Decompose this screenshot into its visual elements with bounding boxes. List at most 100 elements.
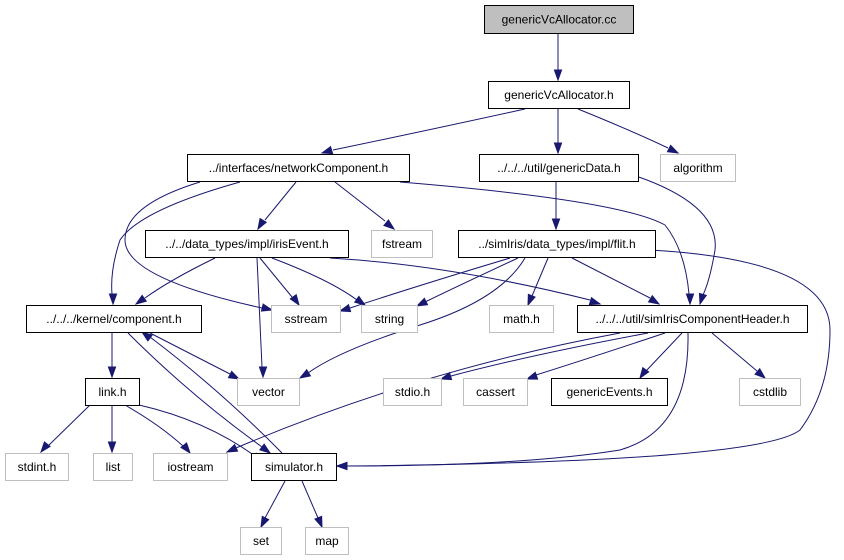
node-cstdlib: cstdlib: [739, 378, 801, 406]
node-box: [26, 305, 202, 333]
node-label: ../../../kernel/component.h: [46, 312, 181, 326]
edge-line: [535, 332, 666, 376]
node-label: simulator.h: [265, 460, 323, 474]
node-genericEvents-h[interactable]: genericEvents.h: [551, 378, 668, 406]
edge-line: [124, 404, 184, 447]
node-string: string: [361, 305, 418, 333]
edge-arrowhead: [698, 292, 708, 306]
edge-line: [149, 332, 231, 375]
node-box: [383, 378, 442, 406]
edge-arrowhead: [553, 69, 563, 82]
node-cassert: cassert: [463, 378, 528, 406]
edge-arrowhead: [383, 219, 396, 230]
edge-arrowhead: [225, 443, 239, 453]
edge-arrowhead: [551, 218, 561, 231]
node-box: [5, 453, 69, 481]
edge-simIrisComponentHeader-h-to-cassert: [525, 332, 666, 380]
node-label: genericEvents.h: [566, 385, 652, 399]
node-label: cstdlib: [753, 385, 787, 399]
edge-flit-h-to-string: [415, 257, 519, 307]
node-iostream: iostream: [153, 453, 228, 481]
node-label: sstream: [285, 312, 328, 326]
node-label: ../../../util/genericData.h: [497, 161, 620, 175]
node-box: [488, 81, 630, 109]
edge-arrowhead: [338, 303, 352, 313]
edge-line: [577, 108, 669, 149]
edge-line: [334, 181, 386, 222]
edge-genericVcAllocator-h-to-networkComponent-h: [320, 108, 526, 155]
node-box: [93, 453, 133, 481]
edge-arrowhead: [525, 371, 539, 380]
node-label: stdint.h: [18, 460, 57, 474]
edge-simIrisComponentHeader-h-to-simulator-h: [335, 332, 689, 471]
edge-line: [307, 257, 526, 374]
edge-irisEvent-h-to-component-h: [134, 257, 216, 305]
edges-layer: [40, 34, 831, 529]
node-stdint-h: stdint.h: [5, 453, 69, 481]
edge-line: [271, 257, 358, 301]
node-genericData-h[interactable]: ../../../util/genericData.h: [479, 154, 639, 182]
edge-line: [264, 480, 286, 519]
edge-simIrisComponentHeader-h-to-genericEvents-h: [639, 332, 683, 380]
node-label: string: [375, 312, 404, 326]
edge-link-h-to-iostream: [124, 404, 191, 455]
node-stdio-h: stdio.h: [383, 378, 442, 406]
edge-line: [332, 108, 526, 151]
edge-networkComponent-h-to-component-h: [108, 181, 241, 306]
node-networkComponent-h[interactable]: ../interfaces/networkComponent.h: [187, 154, 410, 182]
node-box: [153, 453, 228, 481]
node-component-h[interactable]: ../../../kernel/component.h: [26, 305, 202, 333]
node-simulator-h[interactable]: simulator.h: [251, 453, 337, 481]
edge-line: [424, 257, 519, 303]
node-simIrisComponentHeader-h[interactable]: ../../../util/simIrisComponentHeader.h: [577, 305, 808, 333]
node-box: [145, 230, 349, 258]
edge-line: [571, 257, 651, 299]
node-label: set: [253, 534, 270, 548]
edge-networkComponent-h-to-irisEvent-h: [257, 181, 297, 231]
node-link-h[interactable]: link.h: [85, 378, 140, 406]
edge-line: [127, 332, 263, 448]
edge-arrowhead: [666, 144, 680, 154]
node-irisEvent-h[interactable]: ../../data_types/impl/irisEvent.h: [145, 230, 349, 258]
node-box: [251, 453, 337, 481]
node-box: [577, 305, 808, 333]
edge-line: [111, 181, 241, 295]
node-set: set: [240, 527, 282, 555]
node-box: [458, 230, 656, 258]
edge-networkComponent-h-to-fstream: [334, 181, 396, 230]
node-label: vector: [252, 385, 285, 399]
node-sstream: sstream: [271, 305, 341, 333]
node-box: [240, 527, 282, 555]
node-flit-h[interactable]: ../simIris/data_types/impl/flit.h: [458, 230, 656, 258]
edge-genericData-h-to-simIrisComponentHeader-h: [635, 175, 716, 306]
node-label: ../../../util/simIrisComponentHeader.h: [595, 312, 789, 326]
edge-line: [149, 336, 283, 454]
node-math-h: math.h: [489, 305, 554, 333]
edge-component-h-to-link-h: [107, 333, 117, 379]
node-box: [479, 154, 639, 182]
edge-line: [450, 332, 649, 377]
node-box: [85, 378, 140, 406]
edge-arrowhead: [257, 217, 268, 231]
node-genericVcAllocator-h[interactable]: genericVcAllocator.h: [488, 81, 630, 109]
edge-genericVcAllocator-cc-to-genericVcAllocator-h: [553, 34, 563, 82]
edge-arrowhead: [415, 297, 429, 307]
node-vector: vector: [237, 378, 300, 406]
node-box: [551, 378, 668, 406]
edge-line: [144, 257, 216, 299]
edge-simulator-h-to-component-h: [140, 331, 283, 454]
edge-link-h-to-list: [107, 405, 117, 454]
edge-link-h-to-stdint-h: [40, 404, 91, 454]
edge-component-h-to-vector: [149, 332, 241, 380]
edge-genericVcAllocator-h-to-algorithm: [577, 108, 680, 154]
node-label: cassert: [476, 385, 515, 399]
edge-simulator-h-to-set: [260, 480, 286, 529]
node-fstream: fstream: [371, 230, 433, 258]
edge-irisEvent-h-to-simIrisComponentHeader-h: [329, 257, 602, 306]
node-box: [187, 154, 410, 182]
node-genericVcAllocator-cc[interactable]: genericVcAllocator.cc: [484, 5, 634, 34]
edge-irisEvent-h-to-vector: [256, 257, 268, 379]
node-label: stdio.h: [395, 385, 430, 399]
edge-line: [138, 404, 256, 457]
